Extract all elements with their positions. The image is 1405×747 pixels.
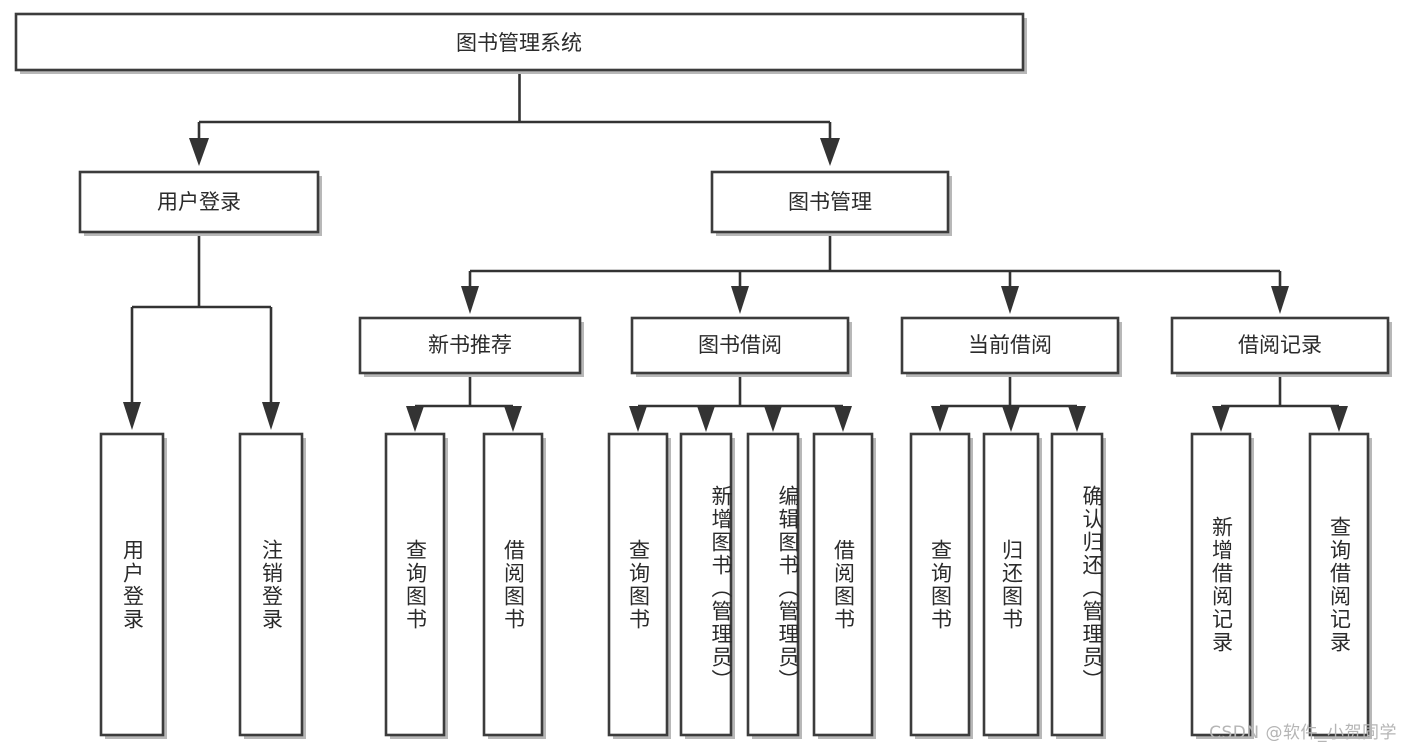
node-root-label: 图书管理系统 [456,31,582,55]
node-new-book-recommend[interactable]: 新书推荐 [358,316,584,377]
arrowhead-bm-to-book-borrow [731,286,749,314]
node-user-login[interactable]: 用户登录 [78,170,322,236]
arrowhead-bb-leaf-4 [834,406,852,432]
node-borrow-record[interactable]: 借阅记录 [1170,316,1392,377]
arrowhead-br-leaf-2 [1330,406,1348,432]
node-leaf-query-book-3[interactable] [909,432,973,739]
arrowhead-user-login-leaf-2 [262,402,280,430]
node-leaf-confirm-return-admin[interactable] [1050,432,1106,739]
arrowhead-cb-leaf-2 [1002,406,1020,432]
node-book-management[interactable]: 图书管理 [710,170,952,236]
arrowhead-bb-leaf-2 [697,406,715,432]
node-leaf-return-book[interactable] [982,432,1042,739]
arrowhead-cb-leaf-1 [931,406,949,432]
node-user-login-label: 用户登录 [157,190,241,214]
arrowhead-root-to-book-management [820,138,840,166]
node-leaf-user-login[interactable] [99,432,167,739]
arrowhead-root-to-user-login [189,138,209,166]
node-book-borrow[interactable]: 图书借阅 [630,316,852,377]
arrowhead-nbr-leaf-2 [504,406,522,432]
arrowhead-cb-leaf-3 [1068,406,1086,432]
arrowhead-user-login-leaf-1 [123,402,141,430]
node-borrow-record-label: 借阅记录 [1238,333,1322,357]
node-new-book-recommend-label: 新书推荐 [428,333,512,357]
node-leaf-edit-book-admin[interactable] [746,432,802,739]
node-leaf-logout-login[interactable] [238,432,306,739]
node-leaf-query-book-1[interactable] [384,432,448,739]
node-leaf-query-borrow-record[interactable] [1308,432,1372,739]
arrowhead-nbr-leaf-1 [406,406,424,432]
node-current-borrow[interactable]: 当前借阅 [900,316,1122,377]
arrowhead-bm-to-current-borrow [1001,286,1019,314]
node-leaf-borrow-book-1[interactable] [482,432,546,739]
node-leaf-add-book-admin[interactable] [679,432,735,739]
node-layer: 图书管理系统 用户登录 图书管理 新书推荐 图书 [14,12,1392,739]
arrowhead-bb-leaf-3 [764,406,782,432]
arrowhead-br-leaf-1 [1212,406,1230,432]
node-book-borrow-label: 图书借阅 [698,333,782,357]
node-leaf-borrow-book-2[interactable] [812,432,876,739]
node-root[interactable]: 图书管理系统 [14,12,1027,74]
arrowhead-bm-to-borrow-record [1271,286,1289,314]
csdn-watermark: CSDN @软件_小贺同学 [1209,723,1397,743]
connector-layer [123,70,1348,432]
arrowhead-bm-to-new-book-recommend [461,286,479,314]
node-leaf-query-book-2[interactable] [607,432,671,739]
node-leaf-add-borrow-record[interactable] [1190,432,1254,739]
node-book-management-label: 图书管理 [788,190,872,214]
node-current-borrow-label: 当前借阅 [968,333,1052,357]
arrowhead-bb-leaf-1 [629,406,647,432]
